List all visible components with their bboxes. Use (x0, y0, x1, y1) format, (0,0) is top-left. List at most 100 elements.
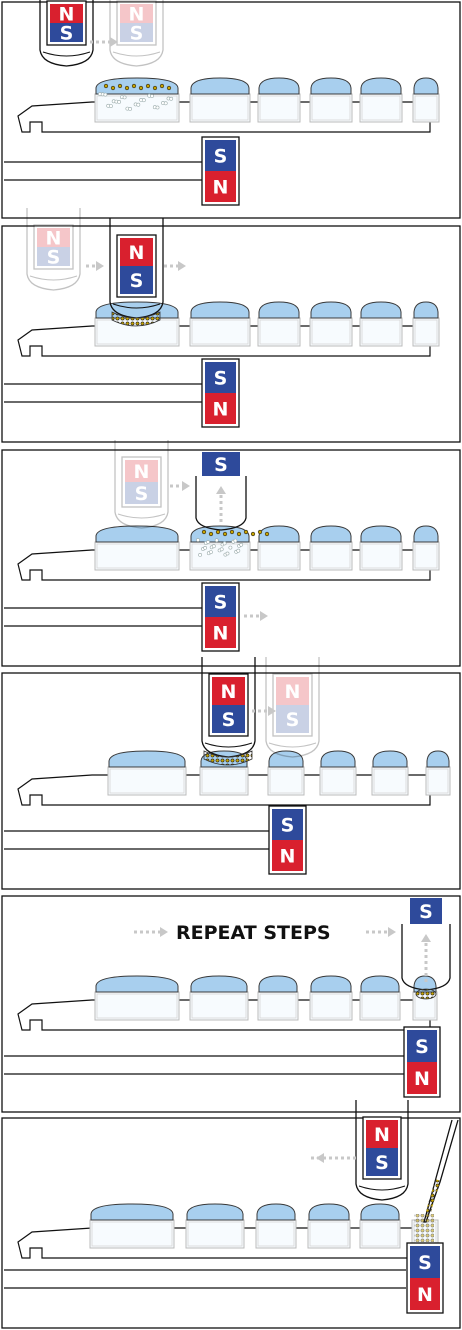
magnet-pole-label: S (214, 368, 228, 390)
magnet-pole-label: S (130, 23, 144, 45)
well (359, 301, 403, 347)
liquid (108, 750, 186, 768)
magnet-ghost: NS (109, 0, 164, 67)
north-pole (205, 171, 236, 202)
bead (206, 540, 210, 544)
well (189, 77, 251, 123)
magnet-pole-label: S (418, 1252, 432, 1274)
move-arrow (164, 261, 186, 271)
bead (215, 529, 221, 535)
sample-plate (17, 1203, 439, 1259)
well (94, 77, 180, 123)
liquid (310, 975, 352, 993)
well (94, 975, 180, 1021)
bead (136, 102, 141, 107)
liquid (372, 750, 408, 768)
magnet-pole-label: S (419, 901, 433, 923)
magnet-sleeve (114, 440, 169, 529)
liquid (413, 975, 437, 993)
south-pole (205, 586, 236, 617)
bead (141, 98, 146, 103)
liquid (320, 750, 356, 768)
magnet-ghost: NS (26, 208, 81, 291)
magnet-pole-label: S (375, 1152, 389, 1174)
bottom-magnet: SN (201, 582, 240, 652)
bottom-magnet: SN (201, 358, 240, 428)
magnet-sleeve (39, 0, 94, 67)
well (257, 525, 301, 571)
liquid (186, 1203, 244, 1221)
eluted-beads (414, 1214, 434, 1242)
liquid (95, 301, 179, 319)
bead (124, 85, 130, 91)
magnet-pole-label: N (59, 4, 75, 26)
north-pole (37, 228, 70, 247)
magnet-pole-label: S (214, 592, 228, 614)
north-pole (50, 4, 83, 23)
move-arrow (86, 261, 104, 271)
well (89, 1203, 175, 1249)
bottom-magnet: SN (406, 1242, 444, 1314)
magnet-rail (4, 1055, 404, 1075)
liquid (95, 77, 179, 95)
sample-plate (17, 750, 451, 806)
magnet-active: NS (39, 0, 94, 67)
south-pole (202, 452, 240, 476)
magnet-pole-label: S (130, 270, 144, 292)
bottom-magnet: SN (268, 805, 307, 875)
magnet-sleeve (355, 1100, 409, 1201)
liquid (190, 77, 250, 95)
bead (233, 538, 238, 543)
north-pole (120, 4, 153, 23)
bead (109, 104, 113, 109)
bead (250, 531, 256, 537)
north-pole (276, 677, 309, 705)
magnet-ghost: NS (265, 657, 320, 758)
bead (131, 83, 137, 89)
magnet-sleeve (26, 208, 81, 291)
magnet-pole-label: S (286, 709, 300, 731)
bead (198, 553, 203, 557)
move-arrow-left (310, 1153, 356, 1163)
well (94, 525, 180, 571)
well (309, 525, 353, 571)
bead (163, 101, 168, 106)
bead (219, 547, 224, 552)
north-pole (407, 1062, 437, 1094)
bead (103, 83, 109, 89)
north-pole (125, 460, 158, 482)
well (257, 975, 299, 1021)
south-pole (205, 362, 236, 393)
liquid (413, 525, 439, 543)
south-pole (205, 140, 236, 171)
magnet-pole-label: S (60, 23, 74, 45)
magnet-pole-label: N (285, 681, 301, 703)
sample-plate (17, 301, 440, 357)
sample-plate (17, 77, 440, 133)
well (319, 750, 357, 796)
magnet-pole-label: S (222, 709, 236, 731)
well (185, 1203, 245, 1249)
liquid (360, 525, 402, 543)
liquid (256, 1203, 296, 1221)
bead (128, 107, 133, 111)
liquid (190, 301, 250, 319)
magnet-pole-label: N (213, 399, 229, 421)
bead (155, 105, 160, 110)
south-pole (407, 1030, 437, 1062)
bead (229, 529, 235, 535)
move-arrow (90, 37, 118, 47)
magnet-rail (4, 607, 203, 627)
south-pole (125, 482, 158, 504)
liquid (413, 77, 439, 95)
south-pole (50, 23, 83, 42)
liquid (190, 975, 248, 993)
bead (138, 85, 144, 91)
south-pole (410, 1246, 440, 1278)
north-pole (120, 238, 153, 266)
well (359, 525, 403, 571)
south-pole (366, 1148, 398, 1176)
well (412, 301, 440, 347)
